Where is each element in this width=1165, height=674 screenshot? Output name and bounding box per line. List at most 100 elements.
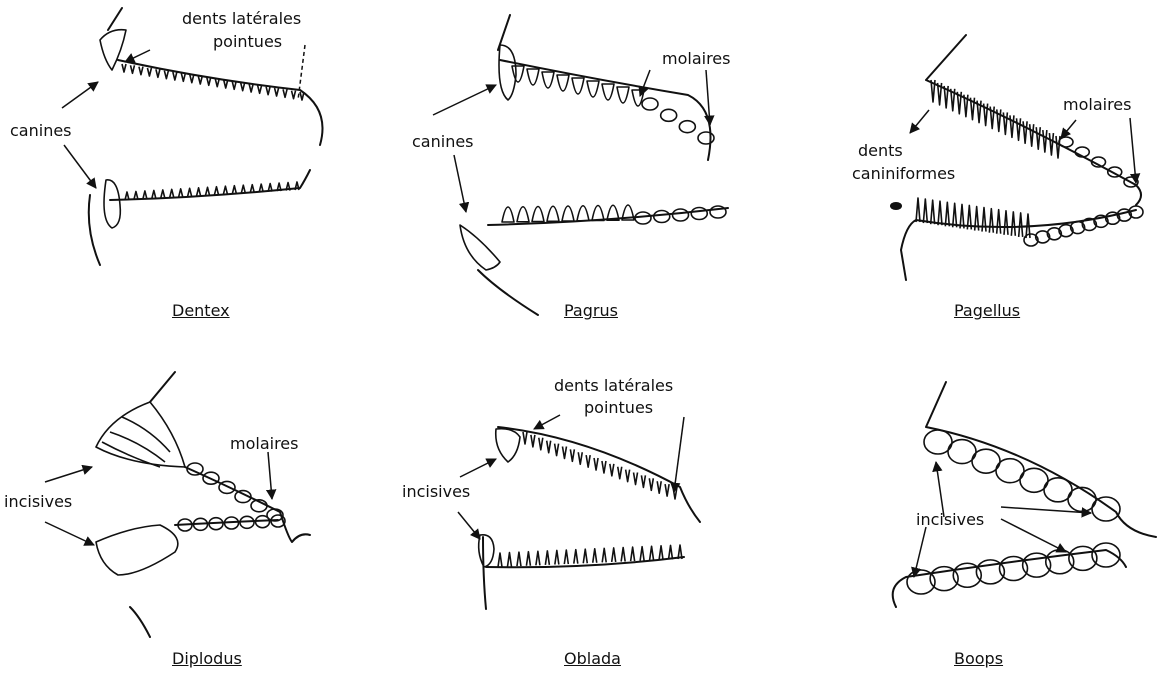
pointed-tooth: [1030, 124, 1034, 146]
panel-oblada: dents latérales pointues incisives Oblad…: [388, 337, 776, 674]
pointed-tooth: [181, 73, 185, 81]
pointed-tooth: [232, 81, 236, 89]
diplodus-incisors-label: incisives: [4, 493, 72, 511]
pagellus-caption: Pagellus: [954, 301, 1020, 320]
tooth: [617, 87, 629, 103]
pointed-tooth: [982, 208, 986, 232]
tooth: [562, 206, 574, 221]
boops-jaw-drawing: [776, 337, 1164, 674]
pointed-tooth: [618, 467, 622, 479]
pointed-tooth: [649, 478, 653, 490]
pointed-tooth: [539, 438, 543, 450]
pointed-tooth: [130, 65, 134, 73]
pointed-tooth: [283, 89, 287, 97]
tooth: [661, 109, 677, 121]
pointed-tooth: [1049, 133, 1053, 155]
dentex-lateral-teeth-label: dents latérales: [182, 10, 301, 28]
tooth: [572, 78, 584, 94]
pointed-tooth: [989, 209, 993, 233]
tooth: [602, 84, 614, 100]
panel-pagrus: molaires canines Pagrus: [388, 0, 776, 337]
pointed-tooth: [188, 188, 192, 196]
pointed-tooth: [641, 475, 645, 487]
dentex-canines-label: canines: [10, 122, 72, 140]
pagellus-caniniform-label-2: caniniformes: [852, 165, 955, 183]
pointed-tooth: [578, 452, 582, 464]
pointed-tooth: [249, 84, 253, 92]
tooth: [592, 206, 604, 221]
tooth: [587, 81, 599, 97]
pointed-tooth: [536, 551, 540, 565]
tooth: [502, 207, 514, 222]
pagellus-molars-label: molaires: [1063, 96, 1131, 114]
tooth: [219, 481, 235, 493]
oblada-lateral-teeth-label: dents latérales: [554, 377, 673, 395]
tooth: [512, 66, 524, 82]
panel-pagellus: molaires dents caniniformes Pagellus: [776, 0, 1164, 337]
pointed-tooth: [1017, 118, 1021, 140]
tooth: [642, 98, 658, 110]
pointed-tooth: [631, 547, 635, 561]
pointed-tooth: [945, 202, 949, 226]
tooth: [542, 72, 554, 88]
pointed-tooth: [669, 545, 673, 559]
diplodus-molars-label: molaires: [230, 435, 298, 453]
pointed-tooth: [650, 546, 654, 560]
boops-incisors-label: incisives: [916, 511, 984, 529]
pointed-tooth: [1004, 211, 1008, 235]
panel-boops: incisives Boops: [776, 337, 1164, 674]
oblada-caption: Oblada: [564, 649, 621, 668]
pointed-tooth: [190, 75, 194, 83]
pointed-tooth: [555, 550, 559, 564]
pointed-tooth: [1023, 121, 1027, 143]
pointed-tooth: [292, 91, 296, 99]
pointed-tooth: [610, 464, 614, 476]
pointed-tooth: [916, 198, 920, 222]
pointed-tooth: [197, 188, 201, 196]
pagrus-molars-label: molaires: [662, 50, 730, 68]
tooth: [1092, 497, 1120, 521]
pointed-tooth: [214, 187, 218, 195]
pointed-tooth: [570, 449, 574, 461]
pointed-tooth: [586, 455, 590, 467]
pointed-tooth: [1010, 115, 1014, 137]
pointed-tooth: [1043, 130, 1047, 152]
pointed-tooth: [531, 435, 535, 447]
pointed-tooth: [657, 481, 661, 493]
pointed-tooth: [640, 547, 644, 561]
oblada-pointed-label: pointues: [584, 399, 653, 417]
pointed-tooth: [602, 548, 606, 562]
pointed-tooth: [1011, 212, 1015, 236]
pointed-tooth: [612, 548, 616, 562]
pagellus-caniniform-label-1: dents: [858, 142, 903, 160]
pointed-tooth: [206, 187, 210, 195]
tooth: [557, 75, 569, 91]
pointed-tooth: [564, 550, 568, 564]
pointed-tooth: [223, 186, 227, 194]
pointed-tooth: [173, 72, 177, 80]
pointed-tooth: [931, 200, 935, 224]
pointed-tooth: [923, 199, 927, 223]
pointed-tooth: [953, 203, 957, 227]
dentex-pointed-label: pointues: [213, 33, 282, 51]
pointed-tooth: [170, 189, 174, 197]
pointed-tooth: [621, 548, 625, 562]
tooth: [710, 206, 726, 218]
pagrus-canines-label: canines: [412, 133, 474, 151]
pointed-tooth: [179, 189, 183, 197]
tooth: [698, 132, 714, 144]
pointed-tooth: [574, 550, 578, 564]
pointed-tooth: [594, 458, 598, 470]
boops-caption: Boops: [954, 649, 1003, 668]
pointed-tooth: [997, 109, 1001, 131]
pointed-tooth: [161, 190, 165, 198]
pointed-tooth: [156, 69, 160, 77]
pointed-tooth: [143, 191, 147, 199]
pointed-tooth: [498, 553, 502, 567]
pointed-tooth: [122, 64, 126, 72]
pointed-tooth: [266, 87, 270, 95]
tooth: [679, 121, 695, 133]
pointed-tooth: [164, 71, 168, 79]
pointed-tooth: [207, 77, 211, 85]
oblada-incisors-label: incisives: [402, 483, 470, 501]
